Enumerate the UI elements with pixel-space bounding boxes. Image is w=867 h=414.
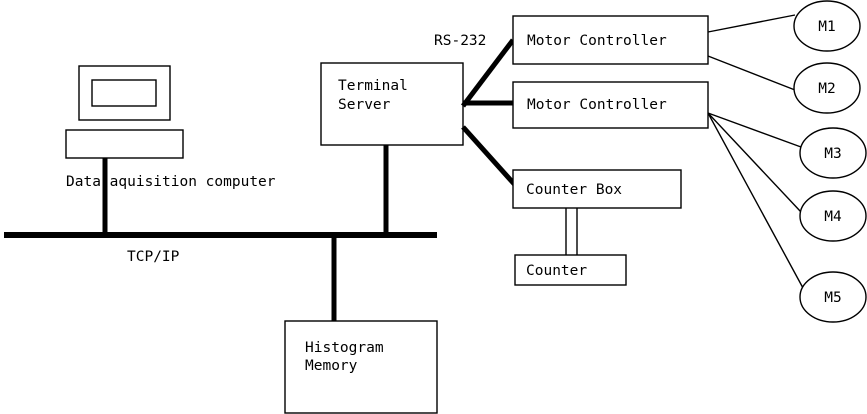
motor-m2-label: M2 [818, 81, 835, 97]
motor-link-m4 [707, 112, 802, 213]
motor-controller-1-label: Motor Controller [527, 33, 667, 49]
motor-m5-shape [799, 271, 867, 323]
terminal-server-label-line1: Terminal [338, 78, 408, 94]
motor-link-m1 [707, 14, 796, 33]
histogram-memory-label-line1: Histogram [305, 340, 384, 356]
motor-controller-2-box [512, 81, 709, 129]
motor-link-m3 [707, 112, 802, 148]
motor-controller-1-box [512, 15, 709, 65]
rs232-link-motor-controller-1 [461, 38, 515, 108]
histogram-memory-box [284, 320, 438, 414]
monitor-screen [91, 79, 157, 107]
terminal-server-box [320, 62, 464, 146]
motor-m3-shape [799, 127, 867, 179]
motor-m4-shape [799, 190, 867, 242]
motor-m3-label: M3 [824, 146, 841, 162]
motor-m1-label: M1 [818, 19, 835, 35]
counter-box-label: Counter Box [526, 182, 622, 198]
motor-m5-label: M5 [824, 290, 841, 306]
motor-m2-shape [793, 62, 861, 114]
rs232-label: RS-232 [434, 33, 486, 49]
histogram-memory-label-line2: Memory [305, 358, 358, 374]
motor-controller-2-label: Motor Controller [527, 97, 667, 113]
motor-link-m5 [707, 112, 804, 289]
keyboard-base-unit [65, 129, 184, 159]
counter-box-box [512, 169, 682, 209]
counter-label: Counter [526, 263, 587, 279]
rs232-link-counter-box [461, 125, 518, 188]
motor-m1-shape [793, 0, 861, 52]
motor-m4-label: M4 [824, 209, 842, 225]
computer-caption-label: Data aquisition computer [66, 174, 276, 190]
tcpip-bus-label: TCP/IP [127, 249, 180, 265]
counter-box [514, 254, 627, 286]
motor-link-m2 [707, 55, 796, 91]
terminal-server-label-line2: Server [338, 97, 391, 113]
